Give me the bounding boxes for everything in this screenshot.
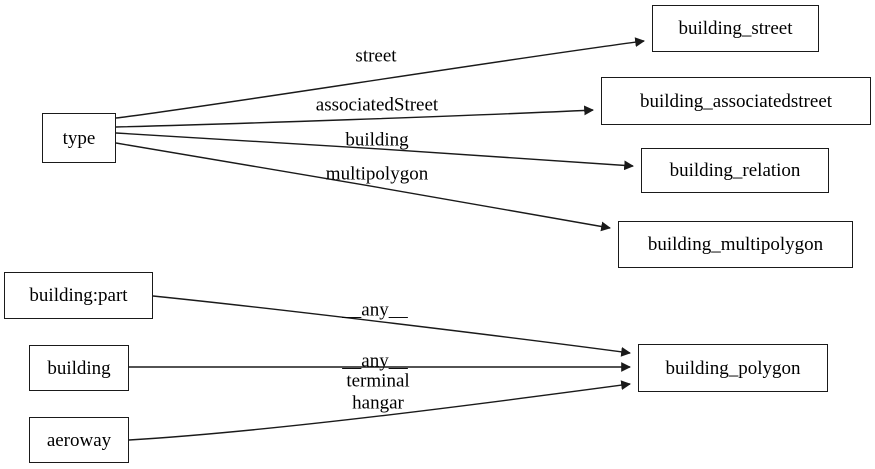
node-label: aeroway [46,429,112,451]
node-label: building_associatedstreet [639,90,833,112]
edge-label-e2: associatedStreet [315,94,439,116]
node-label: building_multipolygon [647,234,824,255]
node-building_multipolygon[interactable]: building_multipolygon [618,221,853,268]
node-type[interactable]: type [42,113,116,163]
edge-label-e8: hangar [352,392,404,414]
edge-label-e7: terminal [346,370,410,392]
edge-type-to-building_associatedstreet [115,105,594,128]
node-label: building_polygon [665,357,801,379]
edge-label-e4: multipolygon [325,163,429,185]
node-label: type [62,127,96,149]
node-building_relation[interactable]: building_relation [641,148,829,193]
node-label: building:part [29,285,128,306]
edge-type-to-building_street [115,37,645,119]
node-building_associatedstreet[interactable]: building_associatedstreet [601,77,871,125]
node-label: building [47,357,111,379]
edge-label-e5: __any__ [342,299,408,321]
node-label: building_relation [669,160,801,181]
node-building_part[interactable]: building:part [4,272,153,319]
node-label: building_street [678,18,793,39]
edge-aeroway-to-building_polygon [128,380,631,441]
edge-label-e1: street [355,45,397,67]
edge-type-to-building_multipolygon [115,142,611,232]
node-building[interactable]: building [29,345,129,391]
node-aeroway[interactable]: aeroway [29,417,129,463]
node-building_street[interactable]: building_street [652,5,819,52]
edge-label-e3: building [345,129,409,151]
node-building_polygon[interactable]: building_polygon [638,344,828,392]
edge-building_part-to-building_polygon [152,295,631,357]
edge-label-e6: __any__ [342,350,408,372]
edge-type-to-building_relation [115,132,634,171]
